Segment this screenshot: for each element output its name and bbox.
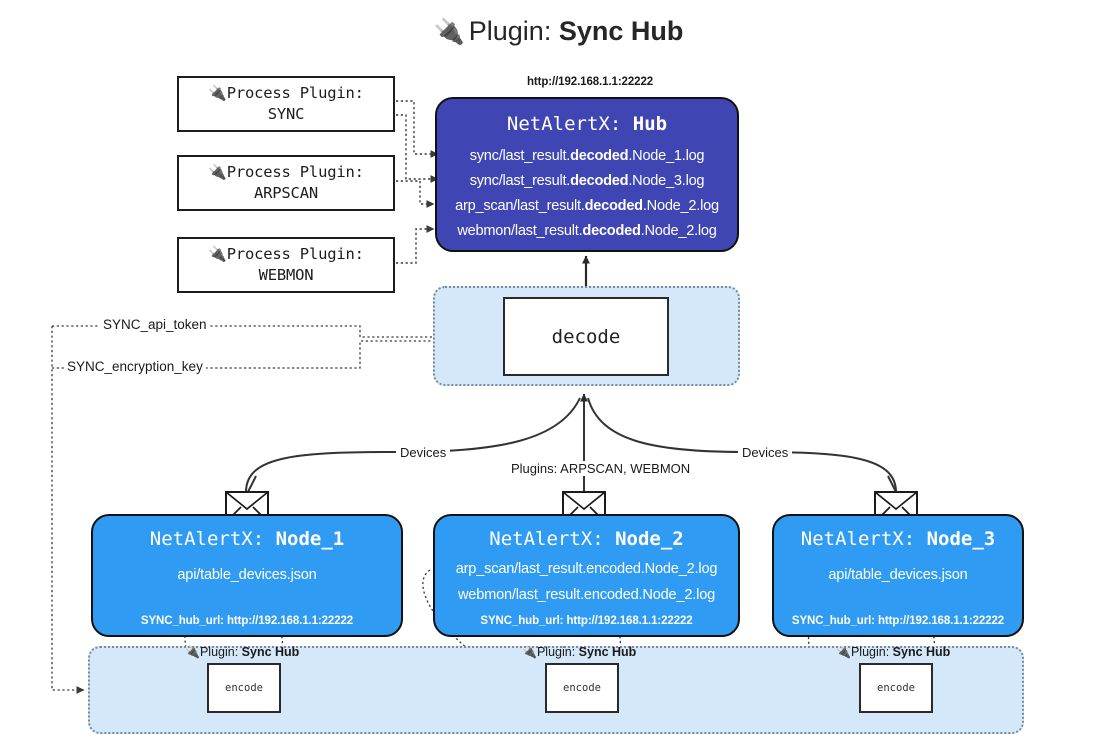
- node-title: NetAlertX: Node_3: [800, 528, 996, 550]
- process-plugin-box-webmon[interactable]: 🔌Process Plugin: WEBMON: [177, 237, 395, 293]
- node-box-node-3[interactable]: NetAlertX: Node_3 api/table_devices.json…: [772, 514, 1024, 637]
- connector-encryption-key-to-decode: [52, 340, 498, 369]
- connector-tokens-to-encode-container: [51, 326, 85, 694]
- decode-box[interactable]: decode: [503, 297, 669, 376]
- hub-log-line: webmon/last_result.decoded.Node_2.log: [457, 223, 717, 239]
- hub-node-box[interactable]: NetAlertX: Hub sync/last_result.decoded.…: [435, 97, 739, 252]
- encode-caption-node3: 🔌Plugin: Sync Hub: [836, 645, 951, 659]
- encode-caption-node2: 🔌Plugin: Sync Hub: [522, 645, 637, 659]
- plug-icon: 🔌: [208, 245, 227, 263]
- hub-title: NetAlertX: Hub: [437, 113, 737, 135]
- node-footer: SYNC_hub_url: http://192.168.1.1:22222: [791, 615, 1005, 627]
- process-plugin-name: SYNC: [267, 104, 305, 123]
- hub-log-line: sync/last_result.decoded.Node_3.log: [469, 173, 705, 189]
- plug-icon: 🔌: [836, 645, 851, 659]
- process-plugin-label: Process Plugin:: [226, 245, 364, 263]
- node-footer: SYNC_hub_url: http://192.168.1.1:22222: [140, 615, 354, 627]
- node-title: NetAlertX: Node_2: [489, 528, 684, 550]
- hub-log-lines: sync/last_result.decoded.Node_1.log sync…: [437, 144, 737, 244]
- node-title: NetAlertX: Node_1: [149, 528, 345, 550]
- edge-label-devices-left: Devices: [396, 445, 451, 460]
- node-line: api/table_devices.json: [828, 567, 968, 583]
- hub-url-label: http://192.168.1.1:22222: [526, 76, 654, 88]
- plug-icon: 🔌: [433, 18, 465, 46]
- node-line: arp_scan/last_result.encoded.Node_2.log: [455, 561, 718, 577]
- page-title: 🔌Plugin: Sync Hub: [0, 16, 1117, 47]
- encode-box-node1[interactable]: encode: [207, 663, 281, 713]
- node-footer: SYNC_hub_url: http://192.168.1.1:22222: [480, 615, 693, 627]
- encode-box-node3[interactable]: encode: [859, 663, 933, 713]
- plug-icon: 🔌: [185, 645, 200, 659]
- connector-arpscan-to-hub: [396, 180, 435, 208]
- connector-webmon-to-hub: [396, 225, 435, 264]
- hub-log-line: sync/last_result.decoded.Node_1.log: [469, 148, 705, 164]
- node-lines: api/table_devices.json: [774, 562, 1022, 588]
- plug-icon: 🔌: [208, 163, 227, 181]
- node-box-node-2[interactable]: NetAlertX: Node_2 arp_scan/last_result.e…: [433, 514, 740, 637]
- hub-title-prefix: NetAlertX:: [506, 113, 622, 135]
- envelope-stem-node1: [247, 475, 257, 493]
- node-lines: api/table_devices.json: [93, 562, 401, 588]
- edge-label-devices-right: Devices: [738, 445, 793, 460]
- encode-box-node2[interactable]: encode: [545, 663, 619, 713]
- envelope-stem-node3: [887, 475, 897, 493]
- label-sync-api-token: SYNC_api_token: [100, 317, 210, 332]
- process-plugin-label: Process Plugin:: [226, 163, 364, 181]
- node-line: api/table_devices.json: [177, 567, 317, 583]
- process-plugin-label: Process Plugin:: [226, 84, 364, 102]
- label-sync-encryption-key: SYNC_encryption_key: [64, 359, 206, 374]
- encode-caption-node1: 🔌Plugin: Sync Hub: [185, 645, 300, 659]
- process-plugin-box-arpscan[interactable]: 🔌Process Plugin: ARPSCAN: [177, 155, 395, 211]
- process-plugin-name: ARPSCAN: [254, 183, 318, 202]
- page-title-name: Sync Hub: [558, 16, 684, 46]
- hub-log-line: arp_scan/last_result.decoded.Node_2.log: [455, 198, 719, 214]
- edge-label-plugins: Plugins: ARPSCAN, WEBMON: [507, 461, 695, 476]
- connector-sync-to-hub-2: [396, 114, 439, 183]
- plug-icon: 🔌: [522, 645, 537, 659]
- process-plugin-box-sync[interactable]: 🔌Process Plugin: SYNC: [177, 76, 395, 132]
- page-title-prefix: Plugin:: [468, 16, 552, 46]
- node-box-node-1[interactable]: NetAlertX: Node_1 api/table_devices.json…: [91, 514, 403, 637]
- connector-sync-to-hub: [396, 100, 439, 158]
- node-lines: arp_scan/last_result.encoded.Node_2.log …: [435, 556, 738, 608]
- process-plugin-name: WEBMON: [258, 265, 314, 284]
- hub-title-name: Hub: [632, 113, 668, 135]
- plug-icon: 🔌: [208, 84, 227, 102]
- node-line: webmon/last_result.encoded.Node_2.log: [457, 587, 716, 603]
